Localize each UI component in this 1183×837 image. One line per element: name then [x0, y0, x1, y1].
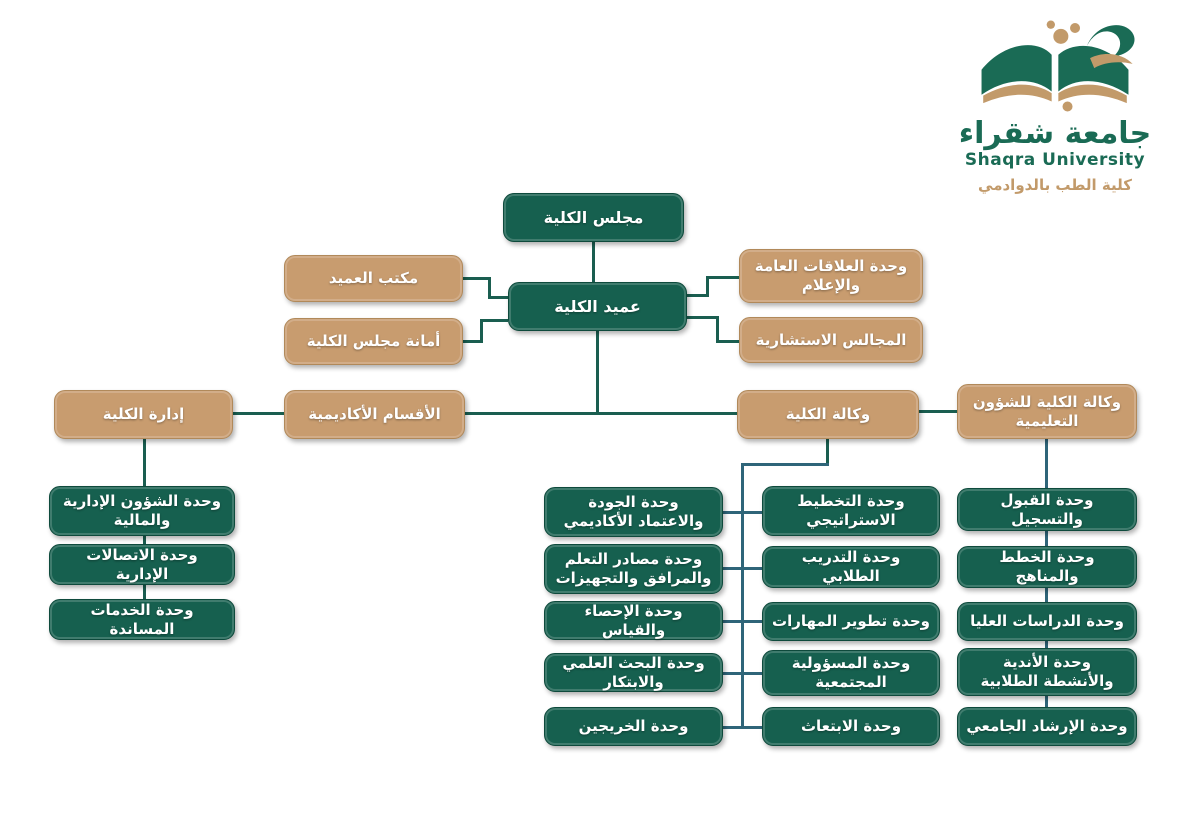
node-academic-departments: الأقسام الأكاديمية: [284, 390, 465, 439]
connector-line: [742, 511, 762, 514]
connector-line: [742, 672, 762, 675]
connector-line: [488, 296, 508, 299]
university-logo: جامعة شقراء Shaqra University كلية الطب …: [955, 18, 1155, 194]
node-quality-accreditation-unit: وحدة الجودة والاعتماد الأكاديمي: [544, 487, 723, 537]
connector-line: [706, 276, 739, 279]
node-alumni-unit: وحدة الخريجين: [544, 707, 723, 746]
connector-line: [723, 567, 743, 570]
node-college-admin: إدارة الكلية: [54, 390, 233, 439]
connector-line: [706, 276, 709, 297]
connector-line: [826, 439, 829, 466]
open-book-icon: [981, 20, 1135, 112]
logo-college-name: كلية الطب بالدوادمي: [978, 175, 1132, 194]
connector-line: [741, 463, 829, 466]
node-vice-deanship: وكالة الكلية: [737, 390, 919, 439]
node-statistics-measurement-unit: وحدة الإحصاء والقياس: [544, 601, 723, 640]
connector-line: [723, 511, 743, 514]
node-university-guidance-unit: وحدة الإرشاد الجامعي: [957, 707, 1137, 746]
node-advisory-councils: المجالس الاستشارية: [739, 317, 923, 363]
node-support-services-unit: وحدة الخدمات المساندة: [49, 599, 235, 640]
connector-line: [742, 620, 762, 623]
node-learning-resources-unit: وحدة مصادر التعلم والمرافق والتجهيزات: [544, 544, 723, 594]
node-plans-curricula-unit: وحدة الخطط والمناهج: [957, 546, 1137, 588]
connector-line: [463, 277, 490, 280]
connector-line: [919, 410, 957, 413]
connector-line: [233, 412, 737, 415]
connector-line: [480, 319, 508, 322]
node-skills-development-unit: وحدة تطوير المهارات: [762, 602, 940, 641]
connector-line: [742, 567, 762, 570]
node-admission-registration-unit: وحدة القبول والتسجيل: [957, 488, 1137, 531]
connector-line: [480, 319, 483, 343]
connector-line: [592, 242, 595, 283]
logo-arabic-name: جامعة شقراء: [958, 116, 1152, 151]
node-council-secretariat: أمانة مجلس الكلية: [284, 318, 463, 365]
node-community-responsibility-unit: وحدة المسؤولية المجتمعية: [762, 650, 940, 696]
node-graduate-studies-unit: وحدة الدراسات العليا: [957, 602, 1137, 641]
node-research-innovation-unit: وحدة البحث العلمي والابتكار: [544, 653, 723, 692]
connector-line: [723, 672, 743, 675]
connector-line: [488, 277, 491, 299]
connector-line: [596, 331, 599, 414]
node-clubs-activities-unit: وحدة الأندية والأنشطة الطلابية: [957, 648, 1137, 696]
node-vice-deanship-educational: وكالة الكلية للشؤون التعليمية: [957, 384, 1137, 439]
connector-line: [723, 726, 743, 729]
node-pr-media-unit: وحدة العلاقات العامة والإعلام: [739, 249, 923, 303]
logo-english-name: Shaqra University: [964, 149, 1146, 170]
connector-line: [716, 340, 739, 343]
connector-line: [716, 316, 719, 343]
node-admin-financial-unit: وحدة الشؤون الإدارية والمالية: [49, 486, 235, 536]
node-scholarship-unit: وحدة الابتعاث: [762, 707, 940, 746]
connector-line: [742, 726, 762, 729]
node-dean: عميد الكلية: [508, 282, 687, 331]
connector-line: [463, 340, 483, 343]
node-strategic-planning-unit: وحدة التخطيط الاستراتيجي: [762, 486, 940, 536]
connector-line: [687, 316, 719, 319]
node-admin-communications-unit: وحدة الاتصالات الإدارية: [49, 544, 235, 585]
connector-line: [741, 463, 744, 729]
node-student-training-unit: وحدة التدريب الطلابي: [762, 546, 940, 588]
node-college-council: مجلس الكلية: [503, 193, 684, 242]
node-dean-office: مكتب العميد: [284, 255, 463, 302]
connector-line: [687, 294, 709, 297]
connector-line: [723, 620, 743, 623]
